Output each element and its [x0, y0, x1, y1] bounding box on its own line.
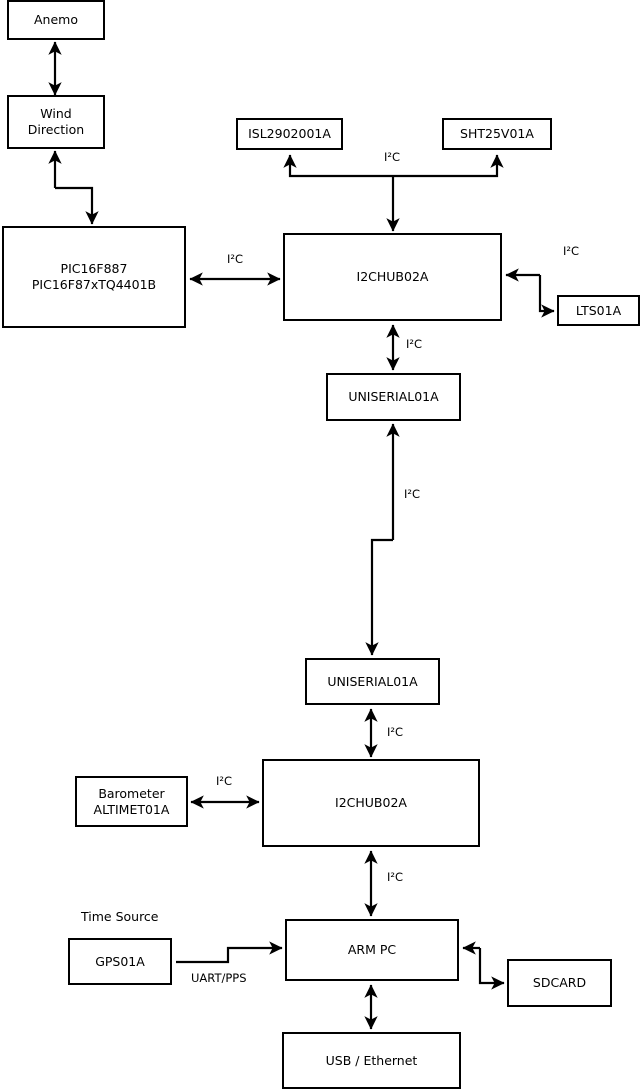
- node-barometer-altimet01a[interactable]: Barometer ALTIMET01A: [75, 776, 188, 827]
- wire-hubtop-lts-out: [538, 275, 555, 318]
- node-anemo-label: Anemo: [34, 12, 78, 28]
- node-anemo[interactable]: Anemo: [7, 0, 105, 40]
- node-wind-direction[interactable]: Wind Direction: [7, 95, 105, 149]
- node-usb-ethernet-label: USB / Ethernet: [325, 1052, 418, 1068]
- node-sht25v01a[interactable]: SHT25V01A: [442, 118, 552, 150]
- node-isl-label: ISL2902001A: [248, 126, 331, 142]
- node-barometer-label: Barometer ALTIMET01A: [93, 785, 170, 817]
- edge-label-hubtop-lts: I²C: [563, 244, 580, 258]
- node-pic-microcontroller[interactable]: PIC16F887 PIC16F87xTQ4401B: [2, 226, 186, 328]
- node-hub-bottom-label: I2CHUB02A: [335, 795, 407, 811]
- label-time-source: Time Source: [81, 909, 159, 924]
- node-lts01a[interactable]: LTS01A: [557, 295, 640, 326]
- node-lts-label: LTS01A: [575, 302, 622, 318]
- node-sht-label: SHT25V01A: [460, 126, 534, 142]
- wire-gps-armpc: [176, 941, 283, 964]
- edge-label-pic-hubtop: I²C: [227, 252, 244, 266]
- node-wind-direction-label: Wind Direction: [27, 106, 85, 137]
- wire-wind-pic-run: [55, 186, 99, 225]
- node-uniserial-top-label: UNISERIAL01A: [348, 389, 439, 405]
- node-i2chub02a-top[interactable]: I2CHUB02A: [283, 233, 502, 321]
- wire-bus-isl: [283, 154, 393, 178]
- node-uniserial-bottom-label: UNISERIAL01A: [327, 673, 418, 689]
- node-arm-pc[interactable]: ARM PC: [285, 919, 459, 981]
- wire-armpc-sdcard-out: [478, 948, 505, 990]
- wire-bus-sht: [393, 154, 504, 178]
- node-pic-label: PIC16F887 PIC16F87xTQ4401B: [31, 261, 157, 292]
- wire-uniserial-link-run: [365, 538, 393, 656]
- node-i2chub02a-bottom[interactable]: I2CHUB02A: [262, 759, 480, 847]
- node-sdcard-label: SDCARD: [532, 975, 587, 991]
- edge-label-hubbottom-armpc: I²C: [387, 870, 404, 884]
- node-uniserial01a-bottom[interactable]: UNISERIAL01A: [305, 658, 440, 705]
- edge-label-barometer-hubbottom: I²C: [216, 774, 233, 788]
- node-isl2902001a[interactable]: ISL2902001A: [236, 118, 343, 150]
- node-sdcard[interactable]: SDCARD: [507, 959, 612, 1007]
- edge-label-uniserialbottom-hubbottom: I²C: [387, 725, 404, 739]
- edge-label-uniserial-link: I²C: [404, 487, 421, 501]
- node-gps-label: GPS01A: [95, 953, 145, 969]
- edge-label-gps-armpc: UART/PPS: [191, 971, 247, 985]
- node-armpc-label: ARM PC: [347, 942, 397, 958]
- node-hub-top-label: I2CHUB02A: [356, 269, 429, 285]
- edge-label-hubtop-uniserialtop: I²C: [406, 337, 423, 351]
- edge-label-hubtop-sensors: I²C: [384, 150, 401, 164]
- node-gps01a[interactable]: GPS01A: [68, 938, 172, 985]
- node-usb-ethernet[interactable]: USB / Ethernet: [282, 1032, 461, 1089]
- node-uniserial01a-top[interactable]: UNISERIAL01A: [326, 373, 461, 421]
